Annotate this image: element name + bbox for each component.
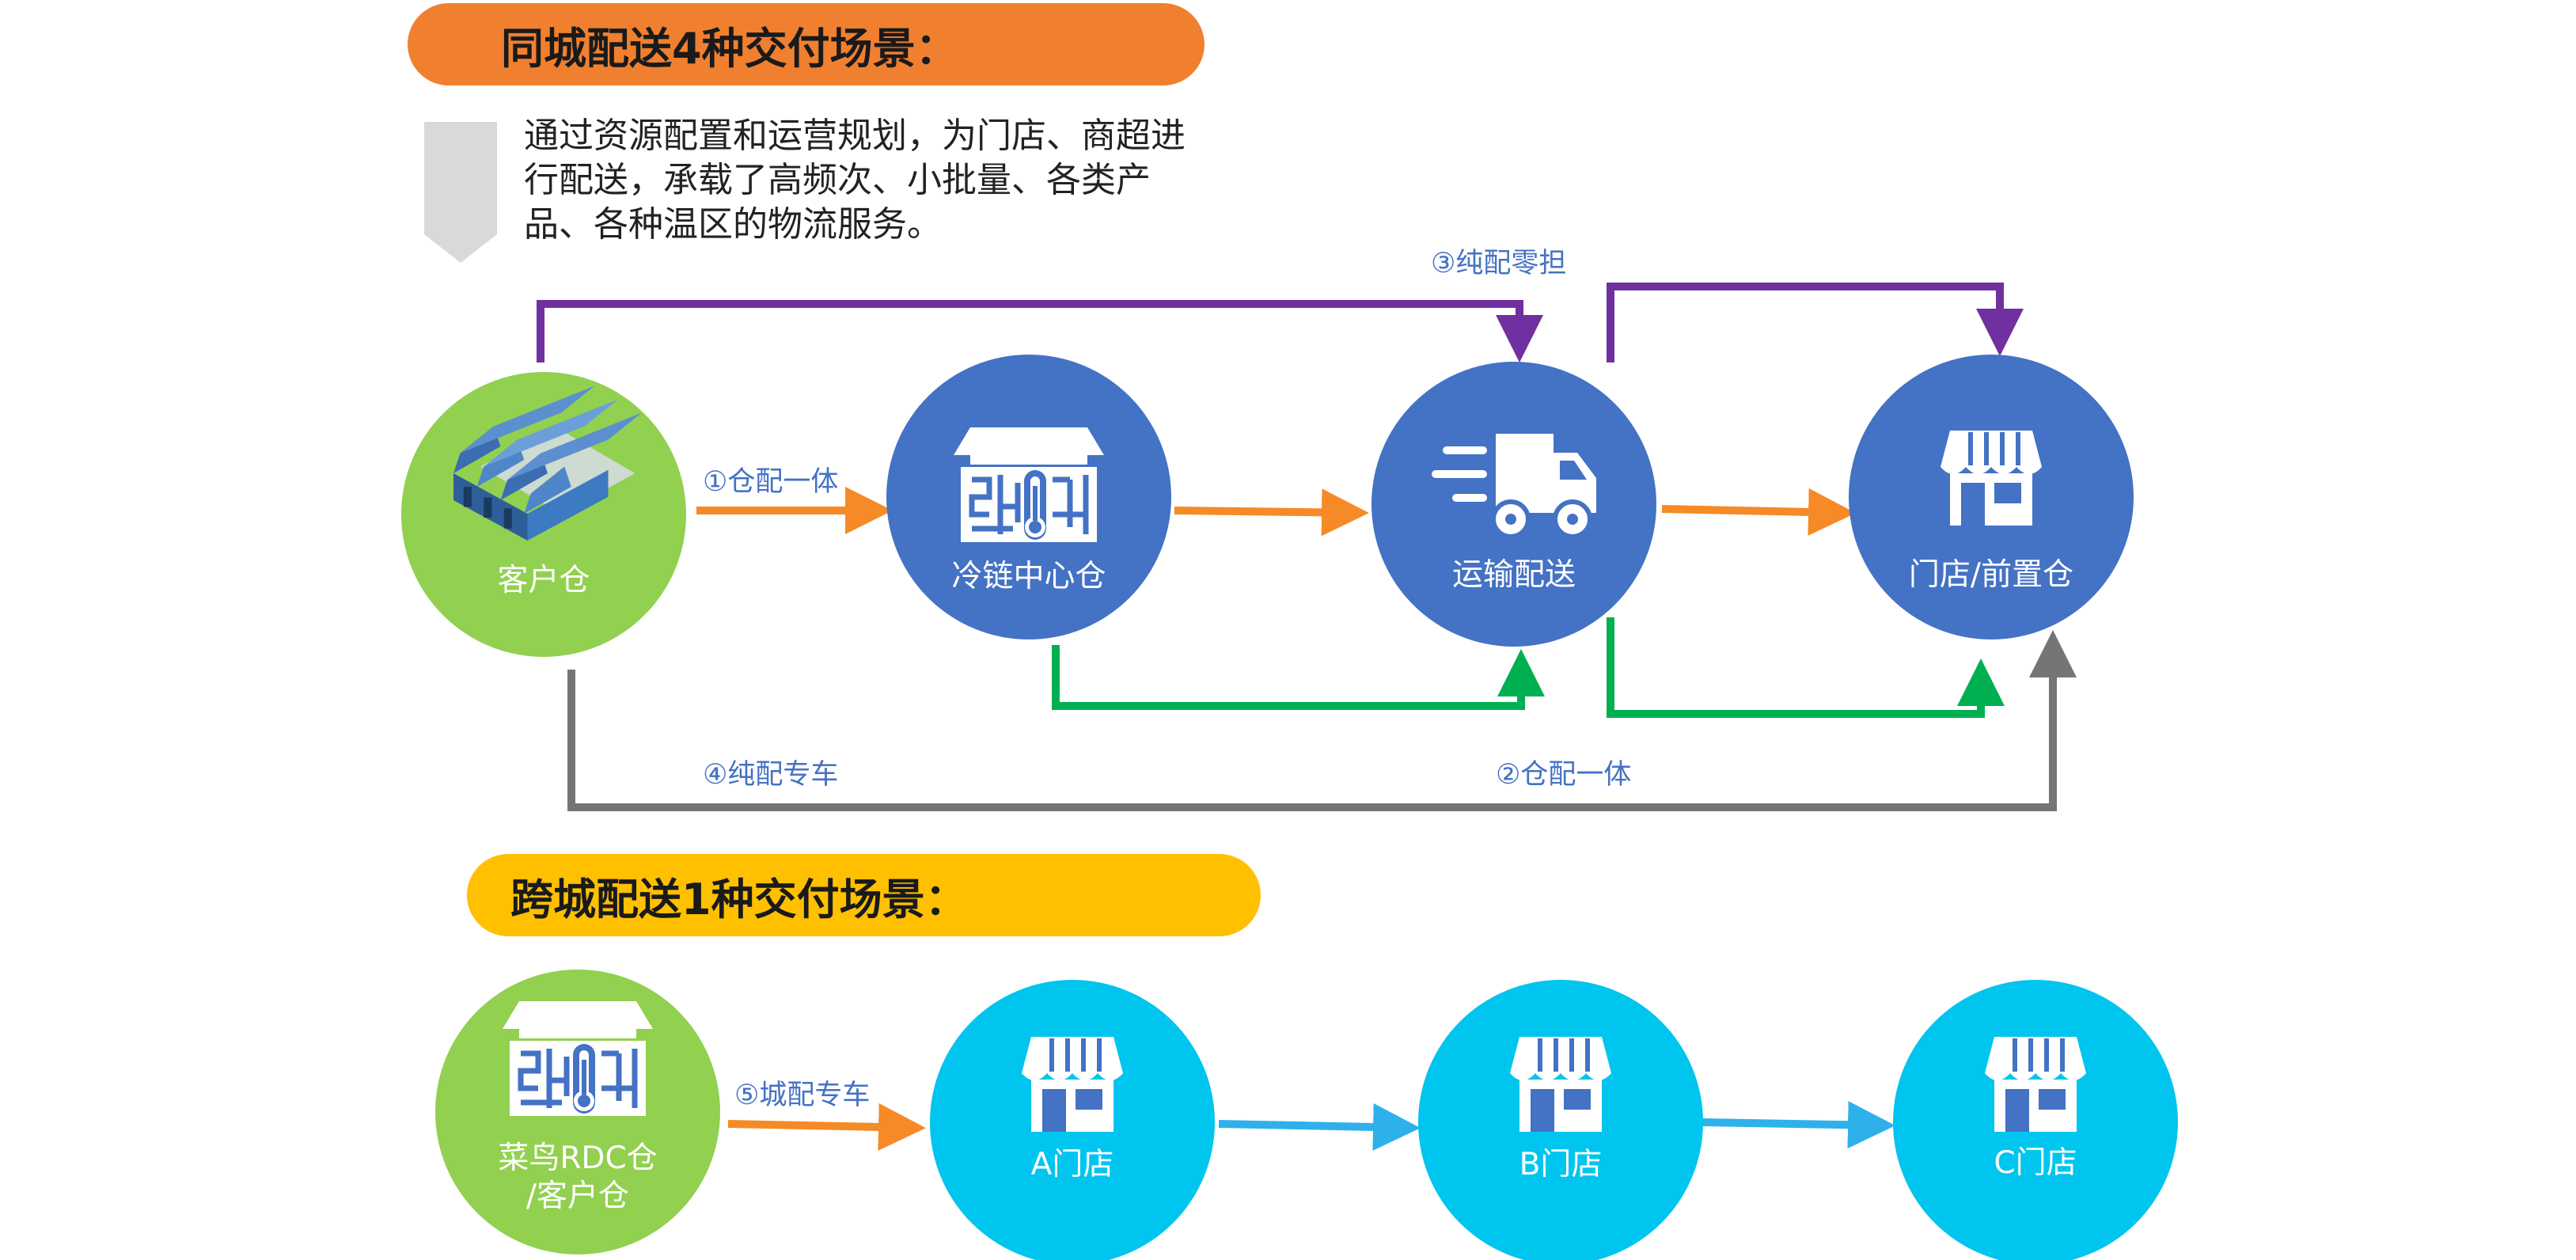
cold-chain-label: 冷链中心仓 (951, 559, 1106, 594)
customer-warehouse-label: 客户仓 (497, 563, 590, 598)
route1-arrow-b (1174, 488, 1369, 537)
cold-storage-icon (503, 1001, 653, 1116)
a-to-b-arrow (1218, 1102, 1421, 1151)
b-to-c-arrow (1701, 1101, 1895, 1149)
same-city-intro: 通过资源配置和运营规划，为门店、商超进行配送，承载了高频次、小批量、各类产品、各… (524, 116, 1186, 245)
route2-label: ②仓配一体 (1496, 759, 1632, 791)
transport-label: 运输配送 (1451, 557, 1576, 593)
store-a-label: A门店 (1030, 1147, 1114, 1182)
route1-arrow-c (1661, 488, 1856, 536)
node-rdc-warehouse (435, 970, 720, 1254)
store-icon (1510, 1037, 1611, 1132)
store-icon (1941, 431, 2042, 526)
route1-label: ①仓配一体 (703, 466, 839, 498)
store-icon (1985, 1037, 2086, 1132)
node-store-front-warehouse (1849, 355, 2134, 639)
cross-city-banner-bg (467, 854, 1261, 936)
store-icon (1022, 1037, 1123, 1132)
route2-arrow-a (1052, 645, 1545, 710)
same-city-banner-bg (408, 3, 1205, 85)
node-store-c (1893, 980, 2178, 1260)
route4-label: ④纯配专车 (703, 759, 839, 791)
route3-label: ③纯配零担 (1431, 248, 1567, 279)
route3-arrow-b (1607, 283, 2024, 362)
cold-storage-icon (954, 427, 1104, 542)
route5-label: ⑤城配专车 (734, 1080, 871, 1111)
node-store-a (930, 980, 1215, 1260)
route2-arrow-b (1607, 617, 2005, 718)
route3-arrow-a (537, 300, 1543, 362)
rdc-warehouse-label: 菜鸟RDC仓 /客户仓 (498, 1140, 658, 1214)
intro-chevron-icon (424, 122, 497, 263)
node-transport (1371, 362, 1656, 647)
node-customer-warehouse (401, 372, 686, 657)
route4-arrow (567, 630, 2077, 811)
store-front-label: 门店/前置仓 (1908, 557, 2074, 593)
route5-arrow (727, 1102, 926, 1151)
store-c-label: C门店 (1994, 1145, 2077, 1181)
node-cold-chain-center (886, 355, 1171, 639)
node-store-b (1418, 980, 1703, 1260)
same-city-title: 同城配送4种交付场景： (501, 23, 958, 74)
store-b-label: B门店 (1519, 1147, 1603, 1182)
cross-city-title: 跨城配送1种交付场景： (510, 874, 968, 924)
